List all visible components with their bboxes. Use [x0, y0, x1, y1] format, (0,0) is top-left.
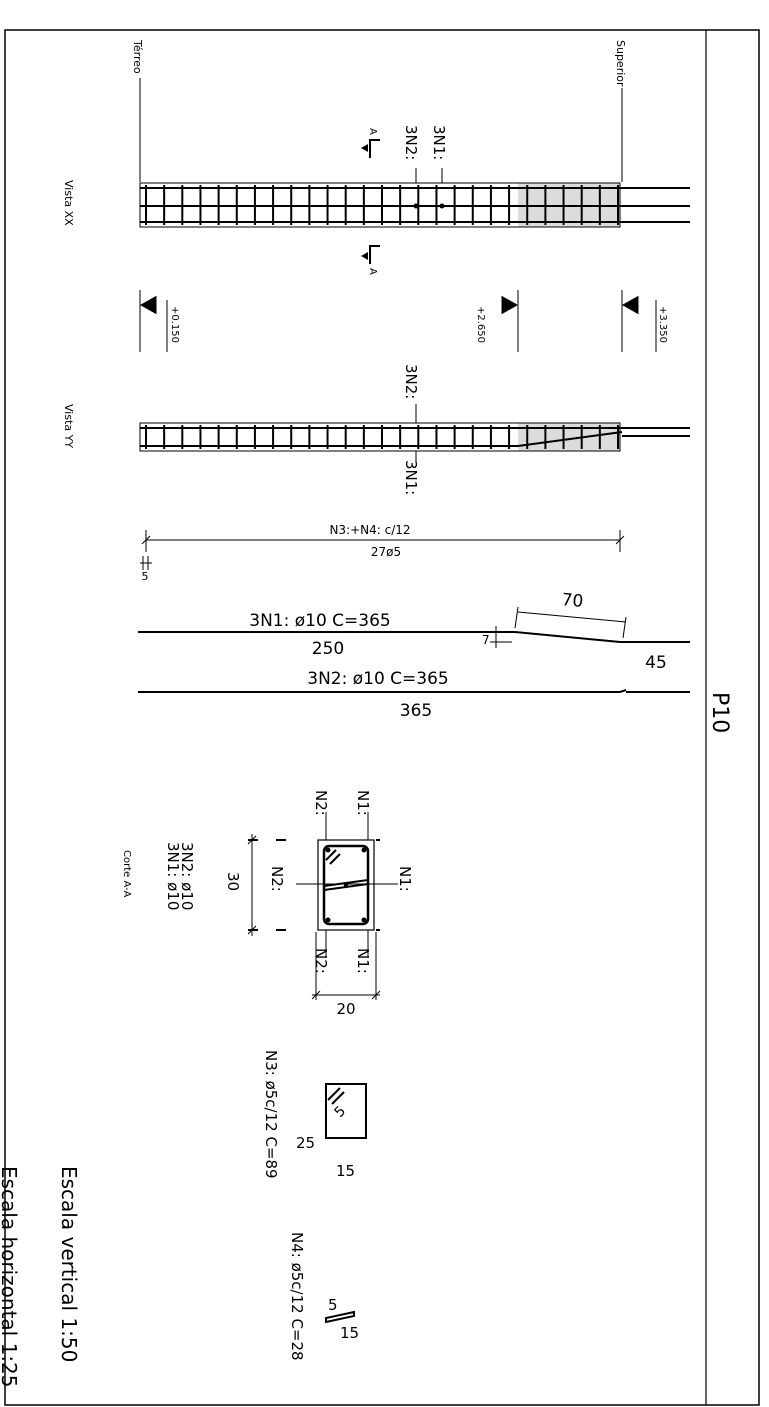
stirrup-dimension: N3:+N4: c/12 27ø5 5: [140, 523, 625, 583]
bar-n1-detail: 3N1: ø10 C=365 250 70 7 45: [138, 590, 690, 673]
bar-n1-end: 45: [645, 653, 667, 673]
section-rebar-2: 3N2: ø10: [178, 842, 196, 910]
svg-text:+0.150: +0.150: [169, 306, 180, 343]
svg-text:+3.350: +3.350: [657, 306, 668, 343]
bar-n1-offset: 7: [482, 633, 490, 647]
sheet-border: [4, 29, 760, 1406]
bar-n1-title: 3N1: ø10 C=365: [249, 611, 390, 631]
stirrup-n3-detail: N3: ø5c/12 C=89 25 15 5: [262, 1050, 367, 1180]
section-n2-bottom: N2:: [312, 948, 330, 974]
scale-horizontal: Escala horizontal 1:25: [0, 1166, 21, 1388]
svg-text:+2.650: +2.650: [475, 306, 486, 343]
elevation-marker-1: +0.150: [139, 290, 180, 352]
stirrup-n3-hook: 5: [332, 1103, 350, 1121]
stirrup-n4-label: N4: ø5c/12 C=28: [288, 1232, 306, 1361]
view-xx-label: Vista XX: [62, 180, 75, 226]
bar-n2-title: 3N2: ø10 C=365: [307, 669, 448, 689]
section-mark-bottom: A: [361, 245, 380, 275]
section-n1-top: N1:: [354, 790, 372, 816]
section-rebar-1: 3N1: ø10: [164, 842, 182, 910]
elevation-marker-3: +3.350: [621, 290, 668, 352]
stirrup-n3-label: N3: ø5c/12 C=89: [262, 1050, 280, 1179]
svg-text:A: A: [367, 128, 378, 135]
xx-label-n2: 3N2:: [402, 125, 420, 160]
stirrup-count: 27ø5: [371, 545, 401, 559]
scale-vertical: Escala vertical 1:50: [57, 1166, 81, 1362]
column-view-xx: [139, 182, 690, 228]
section-n2-mid: N2:: [268, 866, 286, 892]
stirrup-n4-dim-b: 15: [340, 1324, 359, 1342]
level-terreo: Térreo: [131, 39, 144, 182]
offset-label: 5: [142, 570, 149, 583]
view-yy-label: Vista YY: [62, 404, 75, 448]
level-terreo-label: Térreo: [131, 39, 144, 74]
stirrup-n3-dim-a: 25: [296, 1134, 315, 1152]
elevation-marker-2: +2.650: [475, 290, 519, 352]
bar-n2-length: 365: [400, 701, 432, 721]
yy-label-n2: 3N2:: [402, 364, 420, 399]
stirrup-n4-dim-a: 5: [328, 1296, 338, 1314]
section-mark-top: A: [361, 128, 380, 158]
bar-n1-length: 250: [312, 639, 344, 659]
section-n1-bottom: N1:: [354, 948, 372, 974]
yy-label-n1: 3N1:: [402, 460, 420, 495]
section-depth: 20: [336, 1000, 355, 1018]
level-superior-label: Superior: [614, 40, 627, 87]
level-superior: Superior: [614, 40, 627, 182]
svg-text:A: A: [367, 268, 378, 275]
sheet-title: P10: [707, 692, 732, 733]
stirrup-spacing: N3:+N4: c/12: [329, 523, 410, 537]
stirrup-n4-detail: N4: ø5c/12 C=28 5 15: [288, 1232, 359, 1361]
xx-label-n1: 3N1:: [430, 125, 448, 160]
bar-n1-lap: 70: [561, 590, 584, 612]
bar-n2-detail: 3N2: ø10 C=365 365: [138, 669, 690, 721]
column-view-yy: [139, 422, 690, 452]
section-label: Corte A-A: [121, 850, 132, 897]
section-n2-top: N2:: [312, 790, 330, 816]
stirrups-xx: [145, 185, 619, 225]
stirrups-yy: [145, 425, 619, 449]
section-n1-mid: N1:: [396, 866, 414, 892]
stirrup-n3-dim-b: 15: [336, 1162, 355, 1180]
section-aa: 30 20: [224, 812, 398, 1018]
section-width: 30: [224, 872, 242, 891]
